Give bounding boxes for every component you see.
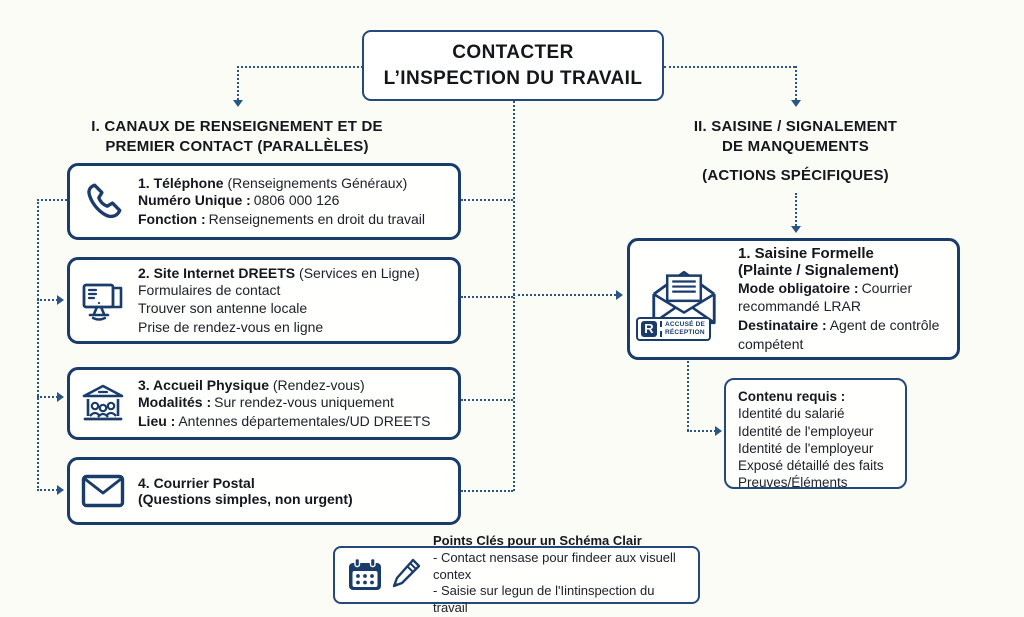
arrowhead-box2 (57, 295, 64, 305)
box3-row2-value: Antennes départementales/UD DREETS (178, 412, 431, 429)
box4-title: 4. Courrier Postal (138, 475, 255, 491)
connector-rail-to-box3 (37, 396, 58, 398)
connector-box1-to-spine (461, 199, 513, 201)
saisine-row2-label: Destinataire : (738, 317, 827, 333)
diagram-title-box: CONTACTER L’INSPECTION DU TRAVAIL (362, 30, 664, 101)
box3-title-suffix: (Rendez-vous) (272, 376, 365, 393)
connector-rail-to-box2 (37, 299, 58, 301)
pencil-icon (391, 556, 423, 594)
box4-title-line2: (Questions simples, non urgent) (138, 491, 353, 507)
saisine-box: R ACCUSÉ DE RÉCEPTION 1. Saisine Formell… (627, 238, 960, 360)
computer-icon (70, 279, 128, 323)
connector-rail-to-box4 (37, 489, 58, 491)
connector-box3-to-spine (461, 399, 513, 401)
box2-item1: Formulaires de contact (138, 281, 281, 298)
stamp-divider (660, 320, 662, 337)
box2-title: 2. Site Internet DREETS (138, 264, 296, 281)
connector-title-to-right-drop (795, 66, 797, 100)
stamp-line2: RÉCEPTION (665, 328, 705, 336)
connector-saisine-to-contenu (687, 361, 689, 431)
box3-row1-value: Sur rendez-vous uniquement (214, 393, 394, 410)
registered-mail-icon: R ACCUSÉ DE RÉCEPTION (630, 241, 734, 357)
key-points-box: Points Clés pour un Schéma Clair - Conta… (333, 533, 700, 615)
arrowhead-box4 (57, 485, 64, 495)
box1-row2-label: Fonction : (138, 210, 206, 227)
stamp-r-label: R (641, 320, 657, 337)
right-column-heading: II. SAISINE / SIGNALEMENT DE MANQUEMENTS… (643, 117, 948, 186)
saisine-title-line2: (Plainte / Signalement) (738, 261, 899, 279)
channel-box-physical: 3. Accueil Physique (Rendez-vous) Modali… (67, 367, 461, 440)
contenu-item3: Identité de l'employeur (738, 440, 874, 456)
connector-contenu-horizontal (687, 430, 716, 432)
arrowhead-right-heading (791, 100, 801, 107)
connector-box1-to-rail (37, 199, 67, 201)
accuse-reception-stamp: R ACCUSÉ DE RÉCEPTION (636, 316, 712, 341)
channel-box-postal: 4. Courrier Postal (Questions simples, n… (67, 457, 461, 525)
arrowhead-box3 (57, 392, 64, 402)
box1-row1-label: Numéro Unique : (138, 191, 251, 208)
key-points-title: Points Clés pour un Schéma Clair (433, 532, 642, 548)
channel-box-telephone: 1. Téléphone (Renseignements Généraux) N… (67, 163, 461, 240)
box3-row2-label: Lieu : (138, 412, 176, 429)
left-heading-line2: PREMIER CONTACT (PARALLÈLES) (105, 137, 369, 155)
envelope-icon (70, 474, 128, 508)
saisine-title-line1: 1. Saisine Formelle (738, 244, 874, 262)
contenu-requis-box: Contenu requis : Identité du salarié Ide… (724, 378, 907, 491)
stamp-line1: ACCUSÉ DE (665, 320, 706, 328)
building-icon (70, 383, 128, 425)
saisine-row1-value: Courrier recommandé LRAR (738, 279, 913, 315)
contenu-item1: Identité du salarié (738, 406, 845, 422)
saisine-row2-value: Agent de contrôle compétent (738, 317, 940, 352)
diagram-title-line1: CONTACTER (452, 41, 574, 63)
key-points-line2: - Saisie sur legun de l'Iintinspection d… (433, 583, 655, 616)
connector-title-to-left-drop (237, 66, 239, 100)
box3-row1-label: Modalités : (138, 393, 212, 410)
arrowhead-contenu (715, 426, 722, 436)
calendar-icon (347, 557, 383, 593)
right-heading-line1: II. SAISINE / SIGNALEMENT (693, 118, 898, 135)
connector-title-to-right (664, 66, 795, 68)
box2-item3: Prise de rendez-vous en ligne (138, 318, 324, 335)
right-heading-line3: (ACTIONS SPÉCIFIQUES) (702, 167, 889, 184)
connector-left-rail (37, 199, 39, 491)
connector-title-to-left (237, 66, 363, 68)
connector-box4-to-spine (461, 490, 513, 492)
box3-title: 3. Accueil Physique (138, 376, 269, 393)
box2-item2: Trouver son antenne locale (138, 300, 308, 317)
arrowhead-saisine (616, 290, 623, 300)
right-heading-line2: DE MANQUEMENTS (722, 137, 869, 155)
arrowhead-left-heading (233, 100, 243, 107)
connector-box2-to-spine (461, 296, 513, 298)
contenu-title: Contenu requis : (738, 389, 846, 404)
connector-heading-to-saisine (795, 193, 797, 226)
box1-title-suffix: (Renseignements Généraux) (227, 174, 408, 191)
contenu-item2: Identité de l'employeur (738, 423, 874, 439)
diagram-title-line2: L’INSPECTION DU TRAVAIL (383, 67, 643, 89)
box2-title-suffix: (Services en Ligne) (299, 264, 420, 281)
box1-row2-value: Renseignements en droit du travail (208, 210, 425, 227)
contenu-item5: Preuves/Éléments (738, 475, 848, 491)
left-column-heading: I. CANAUX DE RENSEIGNEMENT ET DE PREMIER… (37, 117, 437, 156)
connector-center-spine (513, 101, 515, 491)
box1-title: 1. Téléphone (138, 174, 224, 191)
box1-row1-value: 0806 000 126 (253, 191, 340, 208)
key-points-line1: - Contact nensase pour findeer aux visue… (433, 549, 676, 582)
arrowhead-saisine-top (791, 226, 801, 233)
contenu-item4: Exposé détaillé des faits (738, 458, 884, 474)
saisine-row1-label: Mode obligatoire : (738, 279, 859, 296)
channel-box-website: 2. Site Internet DREETS (Services en Lig… (67, 257, 461, 344)
phone-icon (70, 181, 128, 223)
left-heading-line1: I. CANAUX DE RENSEIGNEMENT ET DE (91, 118, 383, 135)
connector-spine-to-saisine (513, 294, 616, 296)
